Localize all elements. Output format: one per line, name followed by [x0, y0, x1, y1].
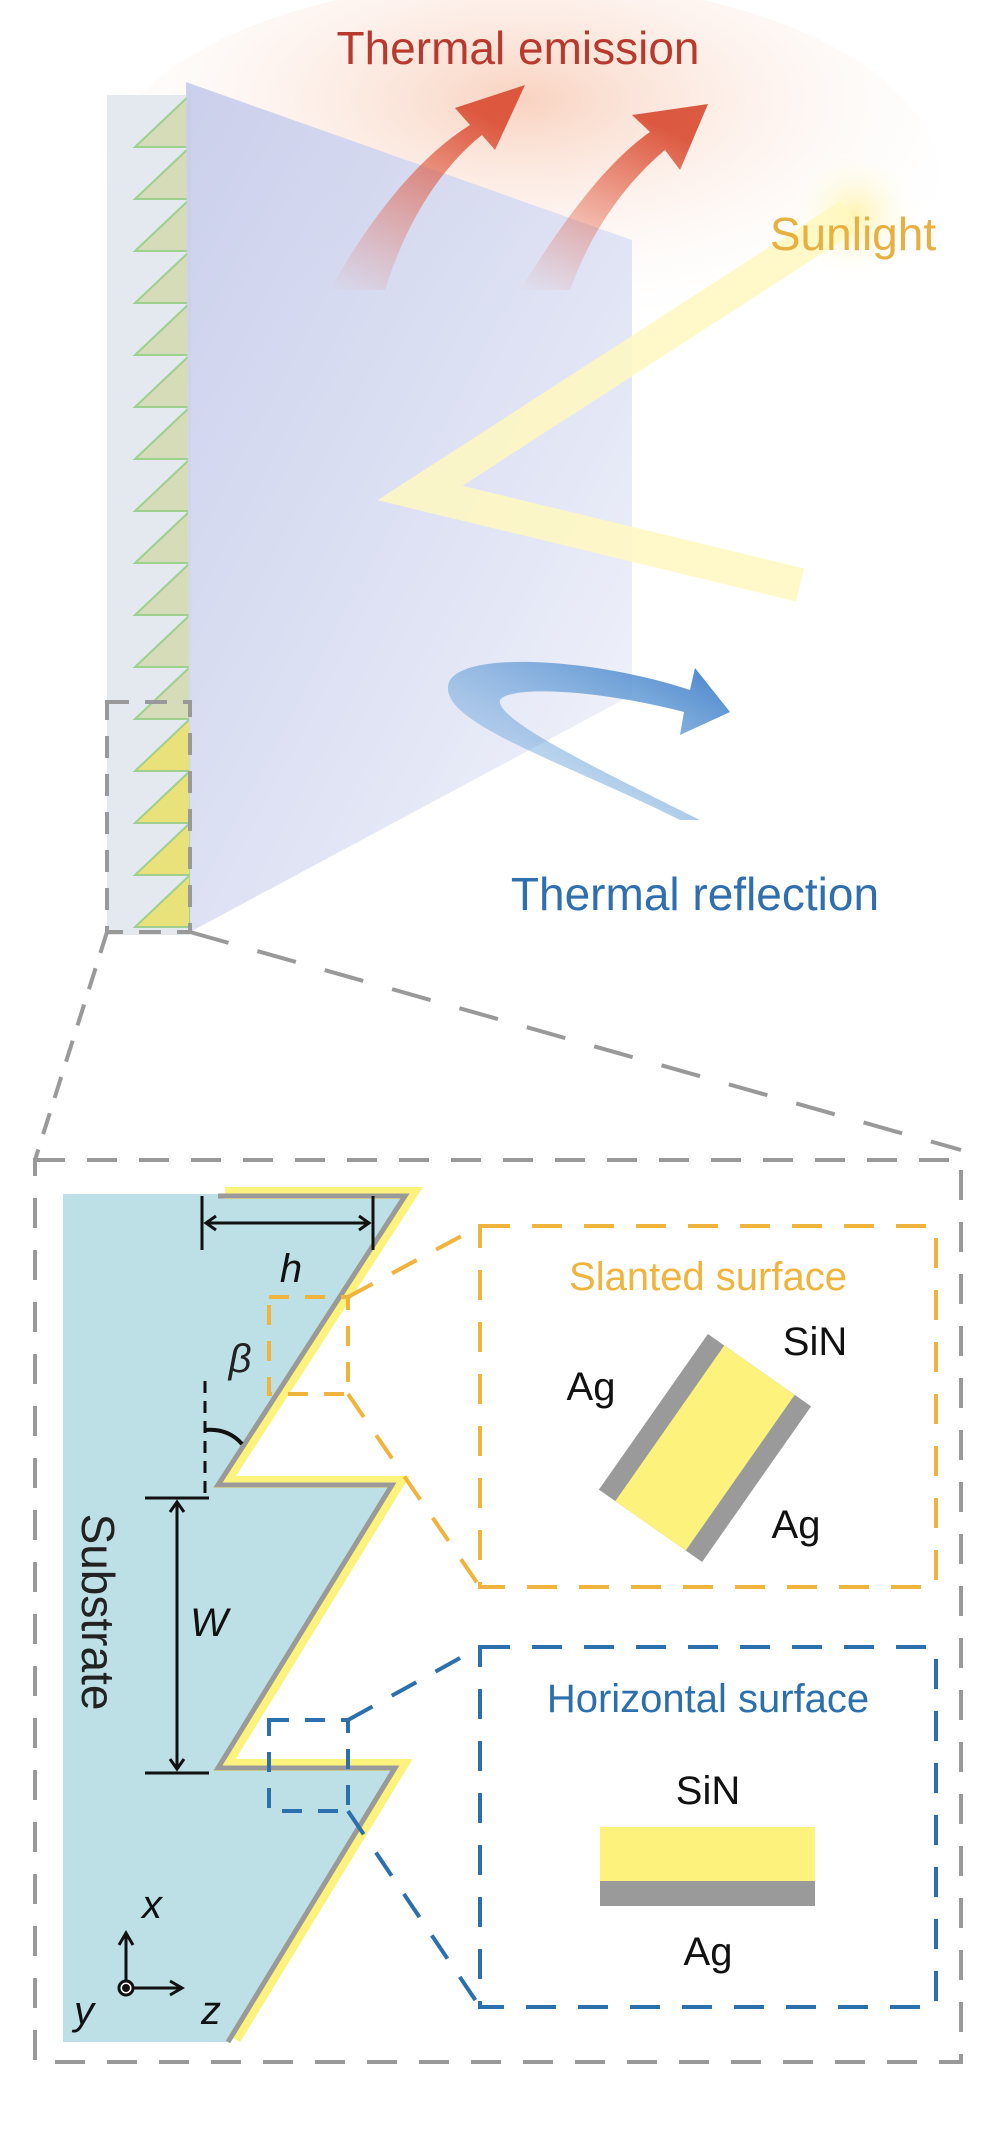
zoom-region-box: [105, 700, 192, 934]
thermal-emission-label: Thermal emission: [337, 22, 700, 74]
sawtooth-strip: [107, 92, 191, 935]
slanted-connector-top: [347, 1224, 481, 1299]
horizontal-sin-label: SiN: [676, 1769, 740, 1813]
slanted-ag-left-label: Ag: [567, 1365, 616, 1409]
reflection-arrow: [447, 661, 730, 820]
slanted-connector-bottom: [346, 1392, 482, 1589]
slanted-layer-stack: [598, 1334, 812, 1562]
substrate: [63, 1194, 405, 2042]
emission-arrow-1: [330, 85, 525, 290]
zoom-connector-left: [33, 931, 109, 1161]
detail-panel: h β W Substrate x y z: [33, 1158, 963, 2064]
slanted-surface-title: Slanted surface: [569, 1255, 847, 1299]
detail-outer-box: [33, 1158, 963, 2064]
sin-layer: [213, 1187, 424, 2043]
slanted-zoom-box: [267, 1295, 350, 1396]
horizontal-ag-label: Ag: [684, 1930, 733, 1974]
thermal-reflection-label: Thermal reflection: [511, 868, 879, 920]
axes-icon: [117, 1930, 185, 1997]
sunlight-label: Sunlight: [770, 208, 936, 260]
slanted-ag-right-label: Ag: [772, 1503, 821, 1547]
emission-arrow-2: [520, 104, 708, 290]
beta-label: β: [228, 1337, 252, 1381]
axis-x-label: x: [140, 1883, 164, 1927]
substrate-label: Substrate: [72, 1514, 124, 1711]
beta-arc: [204, 1427, 244, 1446]
w-label: W: [190, 1601, 231, 1645]
slanted-sin-layer: [615, 1345, 795, 1551]
h-dimension: [200, 1196, 375, 1250]
ag-layer: [213, 1193, 410, 2044]
axis-z-label: z: [200, 1989, 221, 2033]
top-illustration: Thermal emission Sunlight Thermal reflec…: [33, 0, 962, 1161]
horizontal-connector-top: [347, 1645, 481, 1722]
h-label: h: [280, 1247, 302, 1291]
w-dimension: [145, 1496, 209, 1775]
zoom-connector-right: [189, 930, 962, 1152]
horizontal-zoom-box: [267, 1718, 350, 1813]
sunlight-beam: [377, 200, 860, 602]
axis-y-label: y: [71, 1989, 97, 2033]
horizontal-connector-bottom: [346, 1809, 482, 2009]
horizontal-surface-title: Horizontal surface: [547, 1677, 869, 1721]
slanted-sin-label: SiN: [783, 1320, 847, 1364]
horizontal-ag-layer: [600, 1881, 815, 1906]
horizontal-sin-layer: [600, 1827, 815, 1881]
